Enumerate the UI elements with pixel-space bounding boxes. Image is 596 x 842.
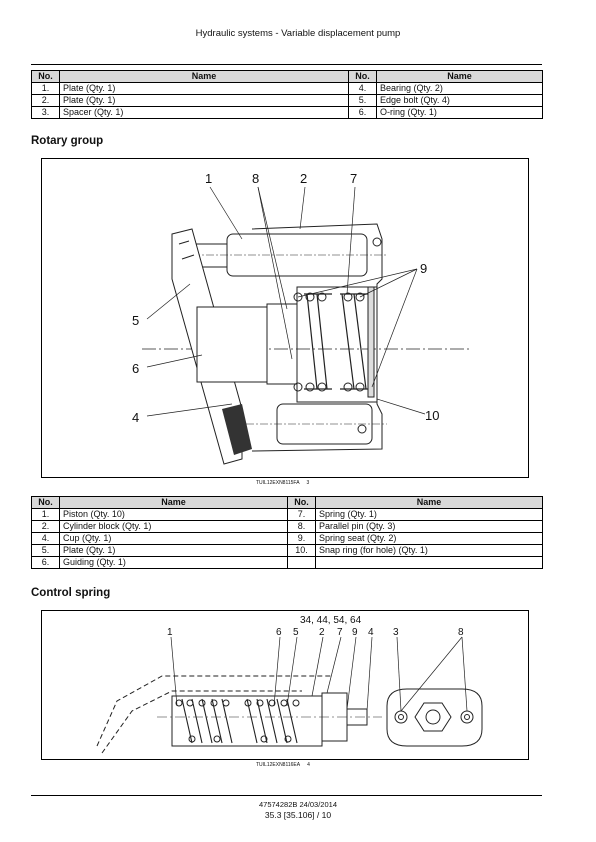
item-number: 7. xyxy=(287,508,316,521)
table-row: 6. Guiding (Qty. 1) xyxy=(31,556,543,569)
callout-label: 4 xyxy=(368,627,374,638)
item-name: Plate (Qty. 1) xyxy=(59,94,349,107)
callout-label: 2 xyxy=(300,171,307,186)
table-header-row: No. Name No. Name xyxy=(31,70,543,83)
callout-label: 3 xyxy=(393,627,399,638)
callout-label: 9 xyxy=(352,627,358,638)
footer-rule xyxy=(31,795,542,796)
table-row: 2. Cylinder block (Qty. 1) 8. Parallel p… xyxy=(31,520,543,533)
table-row: 4. Cup (Qty. 1) 9. Spring seat (Qty. 2) xyxy=(31,532,543,545)
item-name: Parallel pin (Qty. 3) xyxy=(315,520,543,533)
item-number: 6. xyxy=(348,106,377,119)
item-number: 4. xyxy=(31,532,60,545)
item-number: 10. xyxy=(287,544,316,557)
item-name: Spring seat (Qty. 2) xyxy=(315,532,543,545)
figure-number: 4 xyxy=(307,762,310,768)
item-number: 2. xyxy=(31,94,60,107)
item-name: Piston (Qty. 10) xyxy=(59,508,288,521)
item-number: 2. xyxy=(31,520,60,533)
callout-label: 7 xyxy=(350,171,357,186)
table-row: 1. Piston (Qty. 10) 7. Spring (Qty. 1) xyxy=(31,508,543,521)
table-row: 2. Plate (Qty. 1) 5. Edge bolt (Qty. 4) xyxy=(31,94,543,107)
col-header-no: No. xyxy=(31,70,60,83)
figure-ref-code: TUIL12EXN8116EA xyxy=(256,762,301,768)
col-header-name: Name xyxy=(315,496,543,509)
item-number: 8. xyxy=(287,520,316,533)
callout-label: 2 xyxy=(319,627,325,638)
col-header-no: No. xyxy=(287,496,316,509)
item-name: Snap ring (for hole) (Qty. 1) xyxy=(315,544,543,557)
item-name: Plate (Qty. 1) xyxy=(59,82,349,95)
item-number xyxy=(287,556,316,569)
parts-table-2: No. Name No. Name 1. Piston (Qty. 10) 7.… xyxy=(31,496,543,569)
figure-ref-code: TUIL12EXN8115FA xyxy=(256,480,300,486)
col-header-no: No. xyxy=(31,496,60,509)
col-header-name: Name xyxy=(376,70,543,83)
section-title-rotary-group: Rotary group xyxy=(31,135,104,147)
callout-label: 1 xyxy=(205,171,212,186)
item-number: 1. xyxy=(31,508,60,521)
callout-label: 9 xyxy=(420,261,427,276)
rotary-group-figure: 1 8 2 7 9 5 6 4 10 xyxy=(41,158,529,478)
item-name: Edge bolt (Qty. 4) xyxy=(376,94,543,107)
item-name: Cup (Qty. 1) xyxy=(59,532,288,545)
item-name: O-ring (Qty. 1) xyxy=(376,106,543,119)
control-spring-drawing: 34, 44, 54, 64 1 6 5 2 7 9 4 3 8 xyxy=(96,615,483,754)
control-spring-figure: 34, 44, 54, 64 1 6 5 2 7 9 4 3 8 xyxy=(41,610,529,760)
item-name: Spring (Qty. 1) xyxy=(315,508,543,521)
footer-doc-info: 47574282B 24/03/2014 xyxy=(259,800,337,809)
col-header-name: Name xyxy=(59,70,349,83)
table-row: 5. Plate (Qty. 1) 10. Snap ring (for hol… xyxy=(31,544,543,557)
col-header-name: Name xyxy=(59,496,288,509)
table-row: 3. Spacer (Qty. 1) 6. O-ring (Qty. 1) xyxy=(31,106,543,119)
item-number: 9. xyxy=(287,532,316,545)
callout-label: 10 xyxy=(425,408,439,423)
parts-table-1: No. Name No. Name 1. Plate (Qty. 1) 4. B… xyxy=(31,70,543,119)
header-rule xyxy=(31,64,542,65)
callout-label: 6 xyxy=(276,627,282,638)
item-name: Guiding (Qty. 1) xyxy=(59,556,288,569)
table-header-row: No. Name No. Name xyxy=(31,496,543,509)
item-number: 4. xyxy=(348,82,377,95)
col-header-no: No. xyxy=(348,70,377,83)
item-name xyxy=(315,556,543,569)
page-header-title: Hydraulic systems - Variable displacemen… xyxy=(195,28,401,39)
callout-label: 34, 44, 54, 64 xyxy=(300,615,362,626)
callout-label: 6 xyxy=(132,361,139,376)
item-number: 5. xyxy=(348,94,377,107)
section-title-control-spring: Control spring xyxy=(31,587,111,599)
callout-label: 5 xyxy=(132,313,139,328)
item-number: 3. xyxy=(31,106,60,119)
item-name: Cylinder block (Qty. 1) xyxy=(59,520,288,533)
footer-page-number: 35.3 [35.106] / 10 xyxy=(264,810,332,820)
figure-number: 3 xyxy=(306,480,310,486)
figure-reference: TUIL12EXN8116EA 4 xyxy=(256,762,310,768)
item-name: Spacer (Qty. 1) xyxy=(59,106,349,119)
item-name: Plate (Qty. 1) xyxy=(59,544,288,557)
callout-label: 5 xyxy=(293,627,299,638)
rotary-group-drawing: 1 8 2 7 9 5 6 4 10 xyxy=(132,171,472,465)
item-name: Bearing (Qty. 2) xyxy=(376,82,543,95)
item-number: 6. xyxy=(31,556,60,569)
table-row: 1. Plate (Qty. 1) 4. Bearing (Qty. 2) xyxy=(31,82,543,95)
callout-label: 1 xyxy=(167,627,173,638)
figure-reference: TUIL12EXN8115FA 3 xyxy=(256,480,309,486)
item-number: 1. xyxy=(31,82,60,95)
callout-label: 4 xyxy=(132,410,139,425)
callout-label: 8 xyxy=(252,171,259,186)
callout-label: 8 xyxy=(458,627,464,638)
item-number: 5. xyxy=(31,544,60,557)
callout-label: 7 xyxy=(337,627,343,638)
